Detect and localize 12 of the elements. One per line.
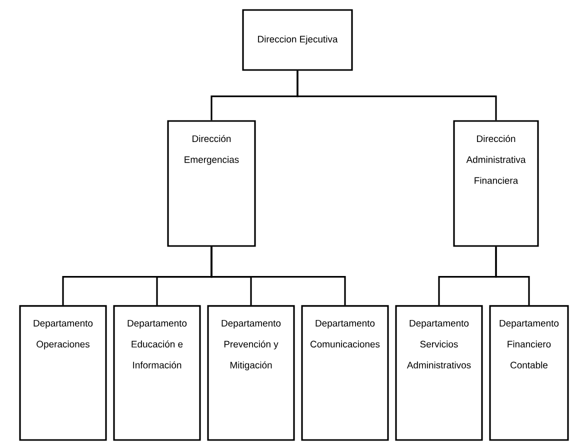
org-box: Departamento Financiero Contable [489,305,569,441]
org-box: Departamento Comunicaciones [301,305,389,441]
connector-line [296,70,497,120]
executive-box: Direccion Ejecutiva [242,9,353,71]
connector-line [210,246,346,306]
org-box: Dirección Emergencias [167,120,256,247]
org-box: Departamento Prevención y Mitigación [207,305,295,441]
org-box: Departamento Educación e Información [113,305,201,441]
org-box: Departamento Operaciones [19,305,107,441]
org-box: Dirección Administrativa Financiera [453,120,539,247]
connector-line [495,246,530,306]
org-box: Departamento Servicios Administrativos [395,305,483,441]
